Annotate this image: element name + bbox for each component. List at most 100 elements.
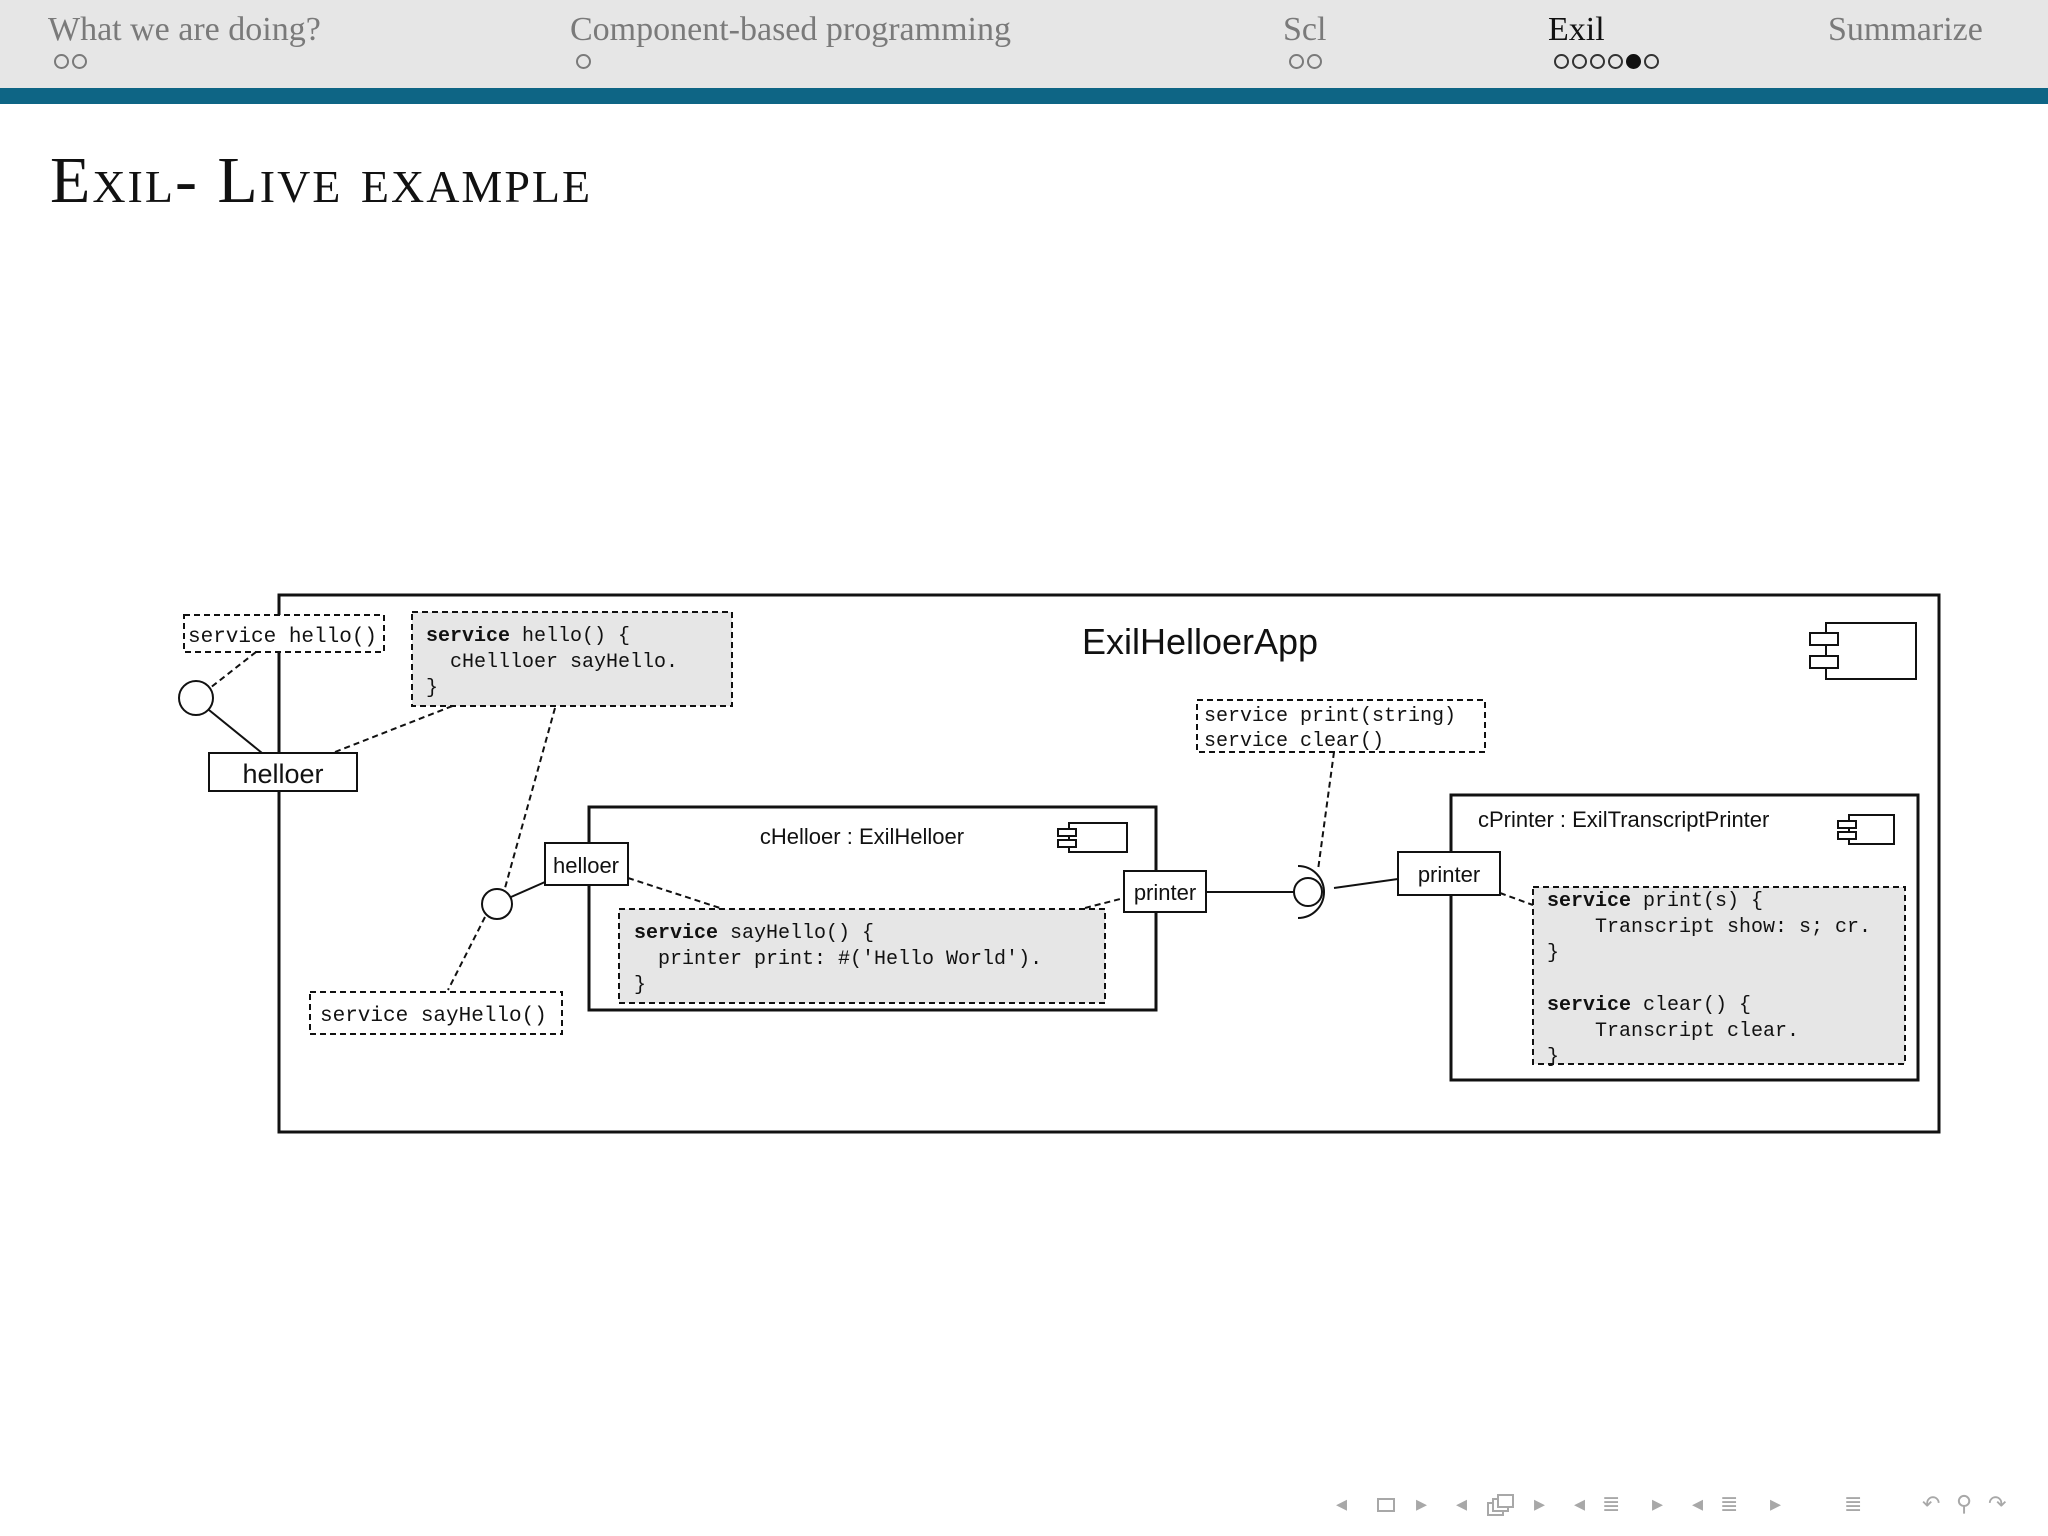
required-services-line: service clear()	[1204, 730, 1384, 753]
external-port-label: helloer	[242, 759, 323, 789]
code-line: Transcript clear.	[1547, 1020, 1799, 1043]
note-connector	[1317, 751, 1335, 871]
printer-component-port-box	[1397, 851, 1501, 896]
sayhello-note	[309, 991, 563, 1035]
subsection-dot[interactable]	[72, 54, 87, 69]
search-icon[interactable]: ⚲	[1956, 1492, 1973, 1517]
arrow-left-icon[interactable]: ◂	[1456, 1492, 1468, 1517]
subsection-dots	[1283, 54, 1326, 78]
required-services-line: service print(string)	[1204, 705, 1456, 728]
sayhello-note-text: service sayHello()	[320, 1005, 547, 1028]
code-text: hello() {	[510, 625, 630, 648]
nav-section-component-based-programming[interactable]: Component-based programming	[570, 8, 1011, 78]
external-service-note	[183, 614, 385, 653]
code-line: printer print: #('Hello World').	[634, 948, 1042, 971]
app-hello-code-box	[411, 611, 733, 707]
code-line: Transcript show: s; cr.	[1547, 916, 1871, 939]
arrow-left-icon[interactable]: ◂	[1692, 1492, 1704, 1517]
presentation-icon[interactable]: ≣	[1720, 1492, 1739, 1517]
code-keyword: service	[634, 922, 718, 945]
external-port-box	[208, 752, 358, 792]
helloer-code-box	[618, 908, 1106, 1004]
note-connector	[1084, 897, 1125, 909]
code-line: service clear() {	[1547, 994, 1751, 1017]
subsection-dot[interactable]	[1307, 54, 1322, 69]
arrow-left-icon[interactable]: ◂	[1574, 1492, 1586, 1517]
menu-icon[interactable]: ≣	[1844, 1492, 1863, 1517]
code-keyword: service	[1547, 994, 1631, 1017]
helloer-component-name: cHelloer : ExilHelloer	[760, 824, 964, 849]
note-connector	[1499, 892, 1534, 906]
header-divider	[0, 88, 2048, 104]
code-line: }	[1547, 942, 1559, 965]
component-icon	[1837, 814, 1895, 845]
subsection-dot[interactable]	[1608, 54, 1623, 69]
slide-navigation-controls: ◂ ▸ ◂ ▸ ◂ ≣ ▸ ◂ ≣ ▸ ≣ ↶ ⚲ ↷	[1336, 1488, 2036, 1522]
subsection-dots	[1548, 54, 1662, 78]
provided-interface-lollipop	[481, 888, 513, 920]
arrow-right-icon[interactable]: ▸	[1770, 1492, 1782, 1517]
code-line: }	[1547, 1046, 1559, 1069]
provided-interface-ball	[1293, 877, 1323, 907]
code-text: sayHello() {	[718, 922, 874, 945]
undo-icon[interactable]: ↶	[1922, 1492, 1941, 1517]
code-line: }	[426, 677, 438, 700]
helloer-port-label: helloer	[553, 853, 619, 878]
printer-port-label: printer	[1134, 880, 1196, 905]
app-component-name: ExilHelloerApp	[1082, 621, 1318, 662]
subsection-dot[interactable]	[1590, 54, 1605, 69]
component-icon	[1809, 622, 1917, 680]
subsection-icon[interactable]	[1486, 1494, 1516, 1518]
subsection-dot[interactable]	[1289, 54, 1304, 69]
nav-section-summarize[interactable]: Summarize	[1828, 8, 1983, 52]
subsection-dot[interactable]	[54, 54, 69, 69]
code-keyword: service	[1547, 890, 1631, 913]
interface-connector	[510, 881, 546, 898]
code-line: cHellloer sayHello.	[426, 651, 678, 674]
redo-icon[interactable]: ↷	[1988, 1492, 2007, 1517]
subsection-dot[interactable]	[576, 54, 591, 69]
subsection-dot[interactable]	[1554, 54, 1569, 69]
code-line: service print(s) {	[1547, 890, 1763, 913]
code-line: service sayHello() {	[634, 922, 874, 945]
nav-section-label: Component-based programming	[570, 11, 1011, 48]
provided-interface-lollipop	[178, 680, 214, 716]
assembly-connector	[1333, 878, 1399, 889]
code-text: clear() {	[1631, 994, 1751, 1017]
nav-section-label: What we are doing?	[48, 11, 321, 48]
nav-section-what-we-are-doing[interactable]: What we are doing?	[48, 8, 321, 78]
helloer-port-box	[544, 842, 629, 886]
code-text: print(s) {	[1631, 890, 1763, 913]
code-line: service hello() {	[426, 625, 630, 648]
subsection-dots	[570, 54, 1011, 78]
arrow-right-icon[interactable]: ▸	[1652, 1492, 1664, 1517]
required-interface-socket	[1297, 865, 1325, 919]
nav-section-label: Scl	[1283, 11, 1327, 48]
arrow-right-icon[interactable]: ▸	[1534, 1492, 1546, 1517]
code-keyword: service	[426, 625, 510, 648]
subsection-dot[interactable]	[1572, 54, 1587, 69]
subsection-dot-current[interactable]	[1626, 54, 1641, 69]
section-navigation: What we are doing? Component-based progr…	[0, 0, 2048, 88]
subsection-dots	[48, 54, 321, 78]
arrow-right-icon[interactable]: ▸	[1416, 1492, 1428, 1517]
nav-section-scl[interactable]: Scl	[1283, 8, 1326, 78]
note-connector	[334, 704, 456, 753]
nav-section-exil[interactable]: Exil	[1548, 8, 1662, 78]
app-component-box	[277, 593, 1941, 1134]
note-connector	[447, 916, 486, 991]
printer-port-box	[1123, 870, 1207, 913]
printer-code-box	[1532, 886, 1906, 1065]
frame-icon[interactable]	[1376, 1496, 1396, 1514]
note-connector	[627, 877, 721, 909]
subsection-dot[interactable]	[1644, 54, 1659, 69]
component-icon	[1057, 822, 1128, 853]
section-icon[interactable]: ≣	[1602, 1492, 1621, 1517]
nav-section-label: Summarize	[1828, 11, 1983, 48]
arrow-left-icon[interactable]: ◂	[1336, 1492, 1348, 1517]
printer-component-port-label: printer	[1418, 862, 1480, 887]
required-services-note	[1196, 699, 1486, 753]
interface-connector	[208, 709, 263, 754]
code-line: }	[634, 974, 646, 997]
